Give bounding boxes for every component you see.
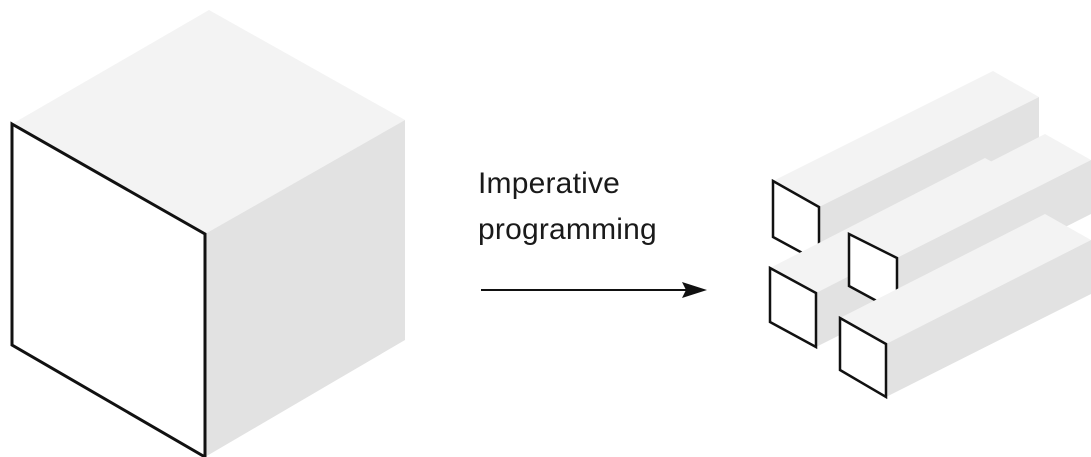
- large-cube-front-face: [10, 121, 207, 457]
- caption-line-2: programming: [478, 213, 657, 246]
- bar-bottom-right-front-face: [838, 315, 888, 400]
- bar-top-right-top-face: [849, 134, 1091, 258]
- bar-top-left-top-face: [773, 71, 1039, 207]
- large-cube-side-face: [205, 120, 405, 457]
- bar-bottom-right: [838, 214, 1091, 400]
- bar-bottom-right-side-face: [886, 240, 1091, 397]
- large-cube-top-face: [12, 10, 405, 234]
- caption-line-1: Imperative: [478, 167, 621, 200]
- bar-bottom-left-front-face: [768, 265, 818, 350]
- arrow: [481, 282, 707, 298]
- arrow-head: [682, 282, 707, 298]
- bar-bottom-right-top-face: [840, 214, 1091, 344]
- large-cube: [10, 10, 405, 457]
